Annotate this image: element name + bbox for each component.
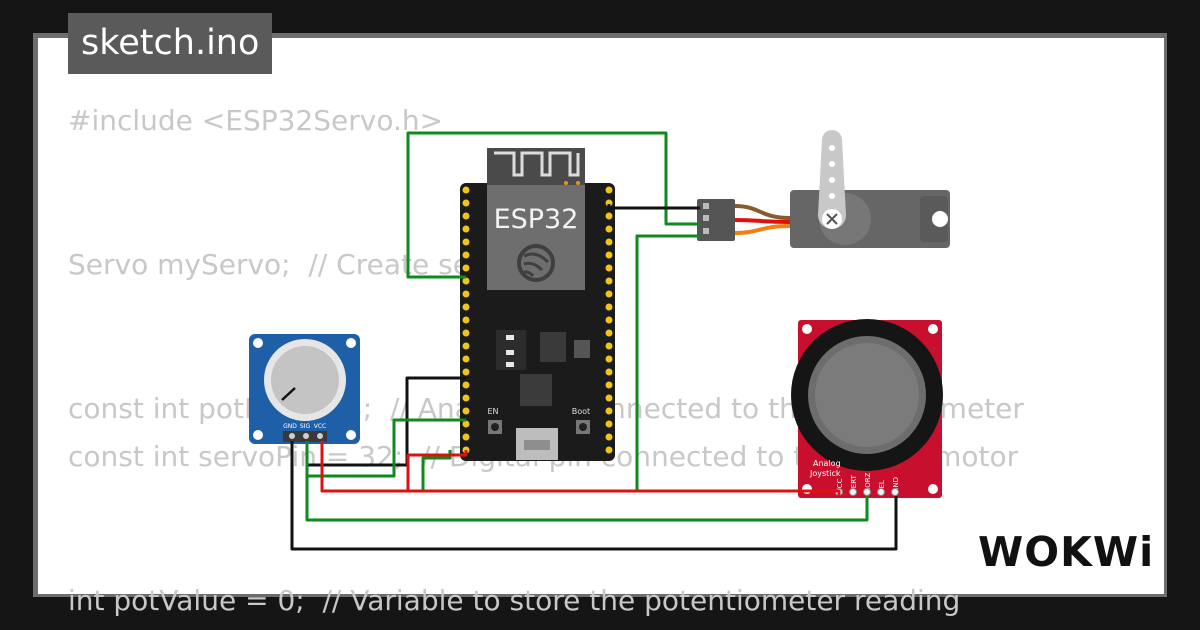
joystick-label-line1: Analog (813, 459, 841, 468)
code-line-5: int potValue = 0; // Variable to store t… (68, 584, 961, 617)
esp32-board[interactable]: ESP32 EN Boot (460, 148, 615, 461)
svg-text:WOKWi: WOKWi (978, 528, 1154, 576)
en-button-label: EN (487, 407, 498, 416)
wire-servo-signal[interactable] (406, 131, 700, 279)
pot-pin-gnd-label: GND (283, 423, 297, 430)
potentiometer[interactable]: GND SIG VCC (249, 334, 360, 444)
joystick-pin-vcc-label: VCC (836, 478, 844, 493)
joystick-pin-gnd-label: GND (892, 477, 900, 493)
joystick-pin-vert-label: VERT (850, 474, 858, 493)
pot-pin-vcc-label: VCC (314, 423, 326, 430)
code-line-1: #include <ESP32Servo.h> (68, 104, 444, 137)
file-tab[interactable]: sketch.ino (68, 13, 273, 74)
servo-motor[interactable] (697, 130, 950, 248)
knob-indicator (281, 387, 296, 401)
joystick-label-line2: Joystick (809, 469, 841, 478)
analog-joystick[interactable]: Analog Joystick VCC VERT HORZ SEL GND (791, 319, 943, 498)
wire-servo-gnd[interactable] (607, 204, 700, 210)
boot-button-label: Boot (572, 407, 590, 416)
espressif-logo-icon (517, 244, 555, 282)
wire-joystick-horz[interactable] (305, 476, 869, 522)
wire-joystick-vcc[interactable] (322, 489, 841, 496)
wires (290, 131, 898, 551)
wokwi-logo-icon: WOKWi (978, 528, 1154, 576)
esp32-label: ESP32 (494, 204, 579, 235)
joystick-pin-horz-label: HORZ (864, 472, 872, 493)
wire-pot-vcc[interactable] (320, 441, 468, 493)
joystick-pin-sel-label: SEL (878, 480, 886, 493)
wire-joystick-gnd[interactable] (290, 441, 898, 551)
wire-pot-sig[interactable] (305, 418, 466, 478)
pot-pin-sig-label: SIG (300, 423, 311, 430)
